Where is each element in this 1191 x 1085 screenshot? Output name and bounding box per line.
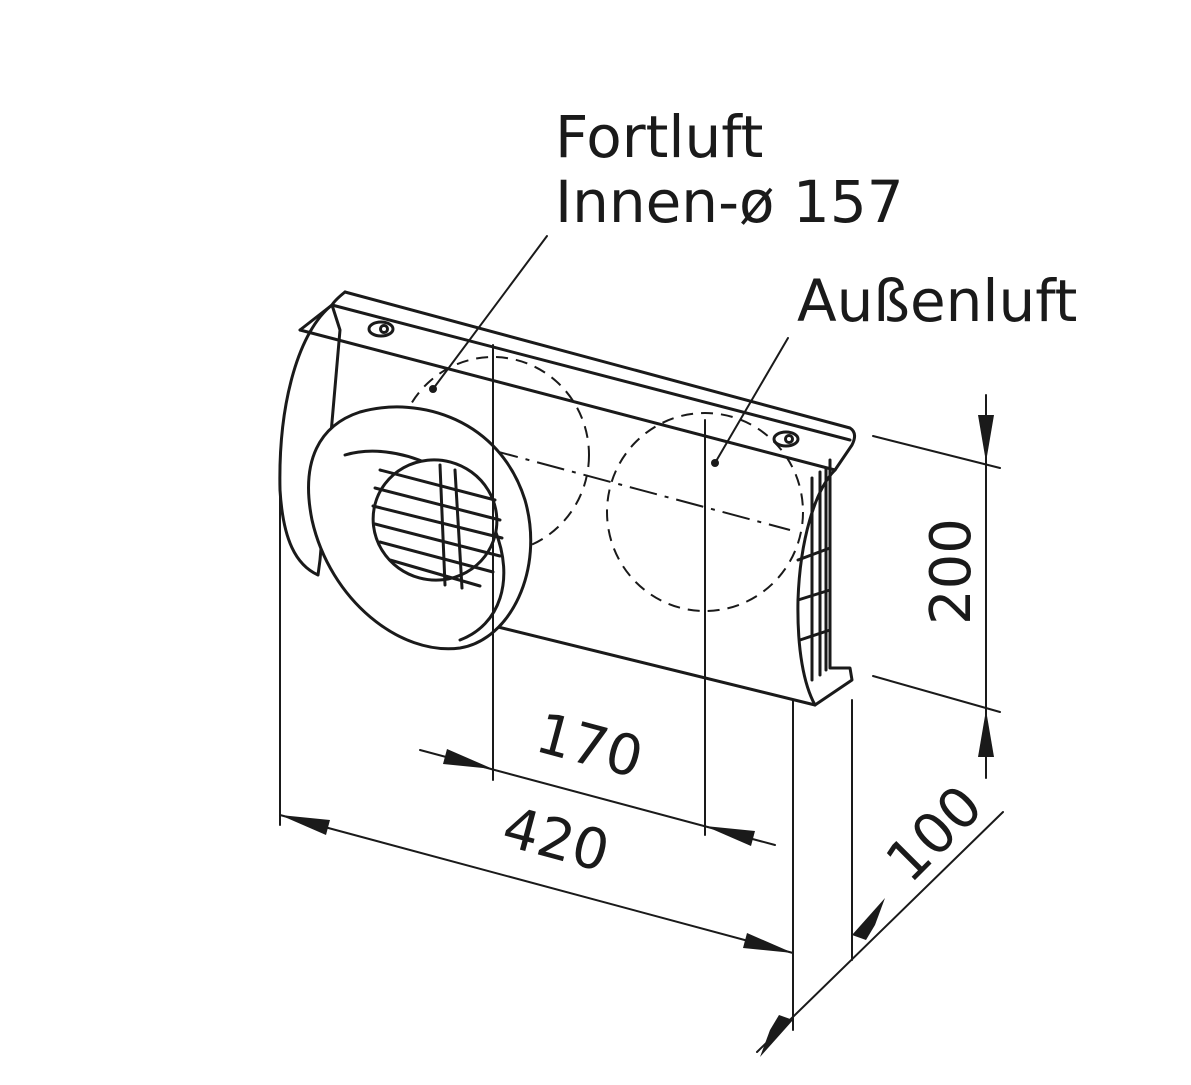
dim-arrow-100-bottom <box>760 1015 793 1057</box>
spigot-grille-slats <box>371 468 504 588</box>
ext-line-bottom <box>872 675 1001 713</box>
housing-left-side <box>278 303 342 577</box>
dim-text-100: 100 <box>874 773 996 895</box>
side-grille-bars <box>810 466 828 682</box>
dim-arrow-420-right <box>743 933 793 953</box>
housing-bottom-edge <box>488 623 817 707</box>
dim-arrow-100-top <box>852 898 885 940</box>
leader-lines <box>432 235 789 464</box>
label-outdoor-air: Außenluft <box>797 267 1077 335</box>
dimension-lines <box>279 344 1004 1057</box>
side-grille-rungs <box>796 546 832 642</box>
exhaust-leader-line <box>432 235 548 390</box>
label-exhaust-line2: Innen-ø 157 <box>555 168 904 236</box>
dim-line-420 <box>279 814 794 954</box>
dim-arrow-420-left <box>280 815 330 835</box>
housing-right-end <box>796 458 854 707</box>
dim-arrow-170-right <box>705 826 755 846</box>
dim-arrow-170-left <box>443 749 493 769</box>
housing-top-flange <box>343 290 857 472</box>
dim-text-200: 200 <box>919 518 984 625</box>
label-exhaust-line1: Fortluft <box>555 103 763 171</box>
dim-arrow-200-bottom <box>978 710 994 757</box>
screw-hole-left-center <box>379 324 389 334</box>
spigot-grille-vertical <box>438 463 464 590</box>
exhaust-spigot <box>307 405 533 651</box>
housing-top-flange-inner <box>330 303 852 442</box>
dim-text-170: 170 <box>529 701 649 791</box>
outdoor-leader-line <box>714 337 789 464</box>
dim-line-100 <box>756 811 1004 1053</box>
outdoor-port-hidden <box>606 412 804 612</box>
housing-body <box>278 290 857 707</box>
screw-hole-right-center <box>784 434 794 444</box>
ext-line-top <box>872 435 1001 469</box>
housing-top-edge-lower <box>298 328 837 472</box>
dim-text-420: 420 <box>496 795 616 885</box>
text-labels: Fortluft Innen-ø 157 Außenluft 420 170 2… <box>496 103 1078 895</box>
dim-arrow-200-top <box>978 415 994 462</box>
